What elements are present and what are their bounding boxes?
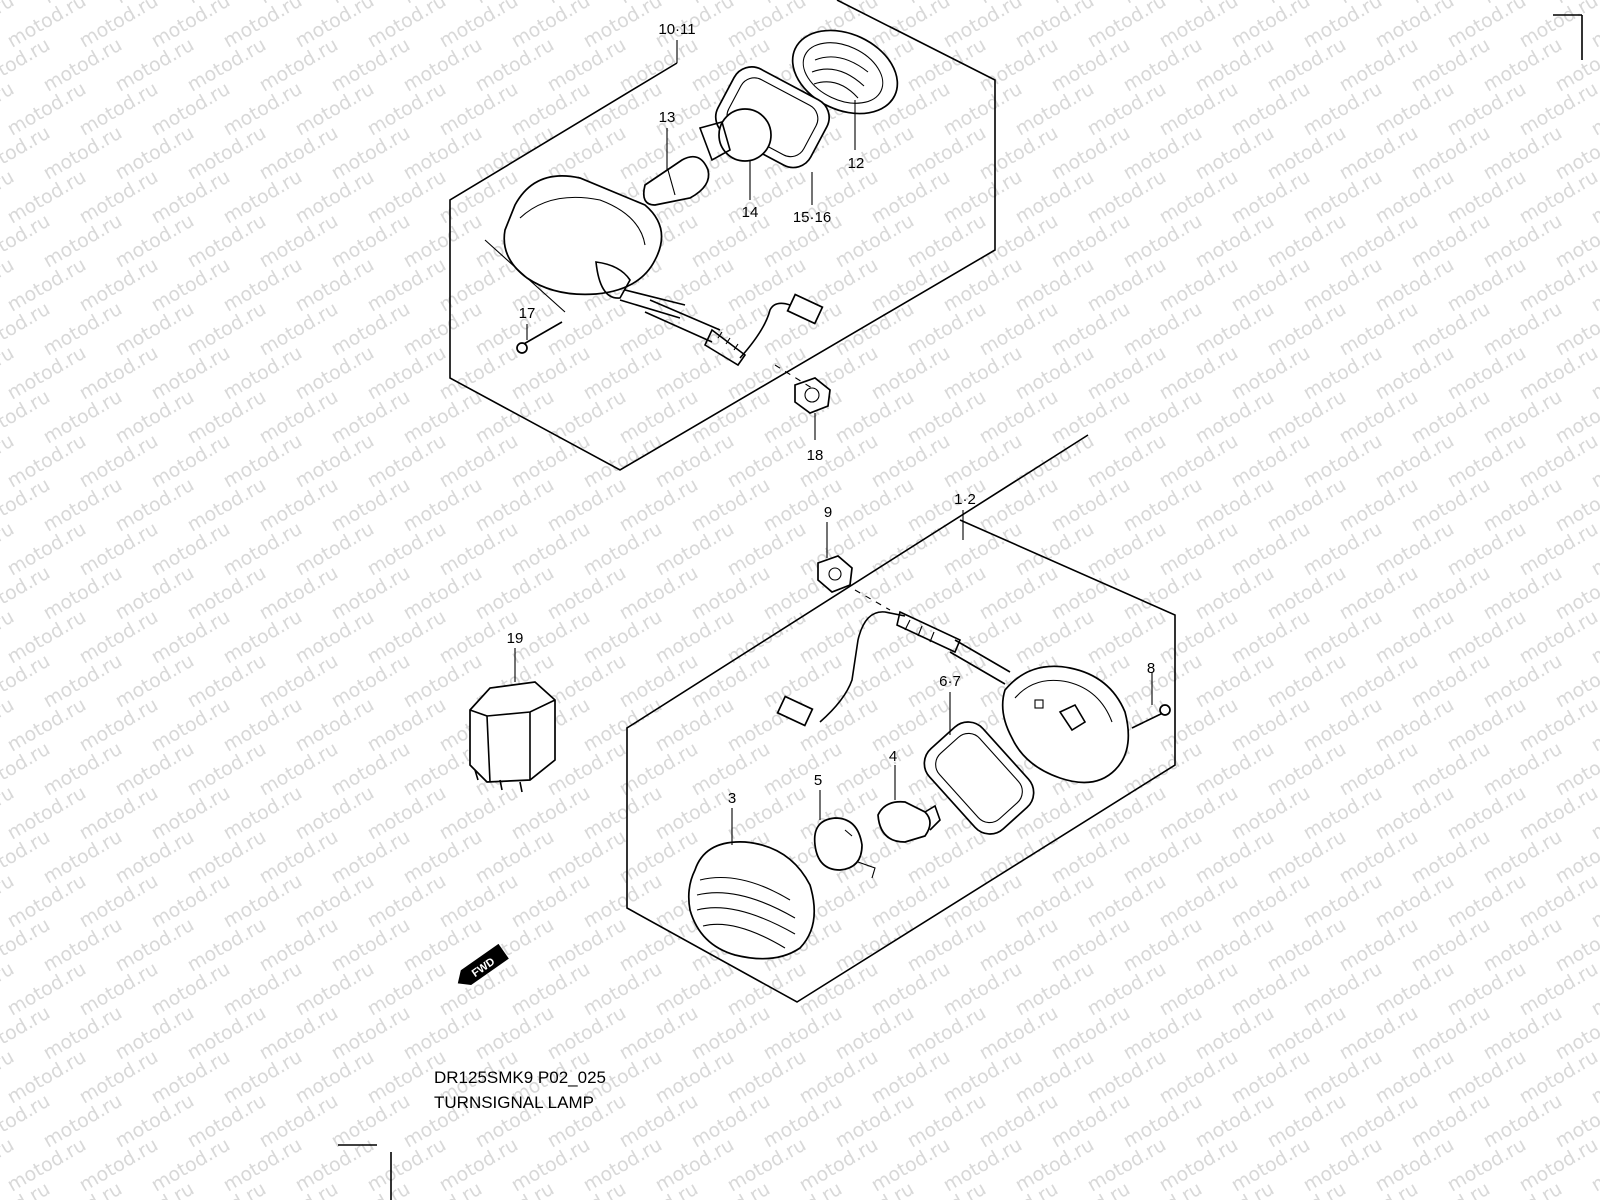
callout-labels: 10·11 12 13 14 15·16 17 18 1·2 9 8 6·7 4… [507,21,1156,807]
callout-15-16: 15·16 [793,209,831,226]
relay-19 [469,681,556,793]
housing-upper [503,175,686,319]
callout-19: 19 [507,630,524,647]
callout-3: 3 [728,790,736,807]
housing-lower [1001,665,1130,784]
stem-lower [776,610,1011,727]
lens-12 [791,29,899,115]
upper-assembly [449,0,996,471]
assembly-frame-lower [626,434,1176,1003]
callout-18: 18 [807,447,824,464]
callout-9: 9 [824,504,832,521]
corner-marks [338,14,1583,1200]
bulb-13 [642,155,710,206]
callout-13: 13 [659,109,676,126]
callout-10-11: 10·11 [658,21,695,38]
alignment-line-upper [774,364,816,391]
lens-3 [687,841,816,960]
callout-5: 5 [814,772,822,789]
diagram-code: DR125SMK9 P02_025 [434,1068,607,1087]
nut-9 [817,555,853,593]
assembly-frame-upper [449,0,996,471]
diagram-title: TURNSIGNAL LAMP [434,1093,594,1112]
screw-8 [1131,704,1171,729]
callout-8: 8 [1147,660,1155,677]
lower-assembly [626,434,1176,1003]
callout-14: 14 [742,204,759,221]
callout-12: 12 [848,155,865,172]
nut-18 [794,377,831,414]
callout-1-2: 1·2 [954,491,976,508]
socket-5 [813,817,876,879]
callout-4: 4 [889,748,897,765]
alignment-line-upper-2 [484,239,566,313]
screw-17 [516,321,563,354]
callout-17: 17 [519,305,536,322]
callout-6-7: 6·7 [939,673,961,690]
stem-upper [644,293,824,367]
socket-14 [698,108,772,162]
bulb-4 [877,800,941,843]
gasket-6-7 [923,721,1035,835]
